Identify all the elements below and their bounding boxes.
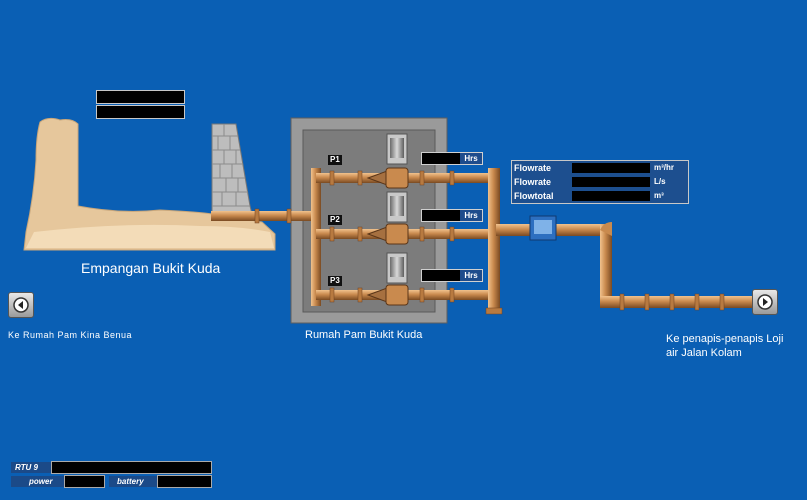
flow-unit: m³/hr (654, 163, 674, 172)
rtu-power-label: power (11, 476, 69, 487)
rtu-status-panel: RTU 9 power battery (11, 461, 212, 489)
hours-unit: Hrs (460, 153, 482, 164)
dam-label: Empangan Bukit Kuda (81, 260, 221, 276)
pump-p2 (366, 191, 409, 245)
rtu-power-field (64, 475, 105, 488)
nav-right-label-line2[interactable]: air Jalan Kolam (666, 347, 742, 359)
hours-unit: Hrs (460, 210, 482, 221)
flow-unit: m³ (654, 191, 664, 200)
hours-unit: Hrs (460, 270, 482, 281)
pump-label-p2: P2 (328, 215, 342, 225)
flow-value-field (572, 191, 650, 201)
nav-right-label-line1[interactable]: Ke penapis-penapis Loji (666, 333, 784, 345)
rtu-name-label: RTU 9 (11, 462, 51, 473)
pump-label-p3: P3 (328, 276, 342, 286)
discharge-header (488, 168, 500, 314)
rtu-battery-label: battery (109, 476, 157, 487)
flow-row-flowrate-m3: Flowrate m³/hr (514, 162, 686, 174)
flow-panel: Flowrate m³/hr Flowrate L/s Flowtotal m³ (511, 160, 689, 204)
pump-p3 (366, 252, 409, 306)
dam-level-field-1 (96, 90, 185, 104)
flow-unit: L/s (654, 177, 666, 186)
flow-label: Flowtotal (514, 191, 554, 201)
flow-value-field (572, 163, 650, 173)
nav-left-label[interactable]: Ke Rumah Pam Kina Benua (8, 330, 133, 340)
pump-hours-p3: Hrs (421, 269, 483, 282)
arrow-right-icon (757, 294, 773, 310)
pump-hours-p1: Hrs (421, 152, 483, 165)
nav-right-button[interactable] (752, 289, 778, 315)
rtu-status-field (51, 461, 212, 474)
pump-hours-p2: Hrs (421, 209, 483, 222)
arrow-left-icon (13, 297, 29, 313)
rtu-battery-field (157, 475, 212, 488)
dam-wall (211, 123, 253, 215)
pump-house-label: Rumah Pam Bukit Kuda (305, 329, 423, 341)
pump-label-p1: P1 (328, 155, 342, 165)
intake-pipe (211, 211, 316, 221)
dam-level-field-2 (96, 105, 185, 119)
flow-meter (529, 215, 557, 241)
flow-row-flowrate-ls: Flowrate L/s (514, 176, 686, 188)
pump-p1 (366, 133, 409, 189)
flow-label: Flowrate (514, 177, 552, 187)
flow-row-flowtotal: Flowtotal m³ (514, 190, 686, 202)
flow-value-field (572, 177, 650, 187)
flow-label: Flowrate (514, 163, 552, 173)
nav-left-button[interactable] (8, 292, 34, 318)
